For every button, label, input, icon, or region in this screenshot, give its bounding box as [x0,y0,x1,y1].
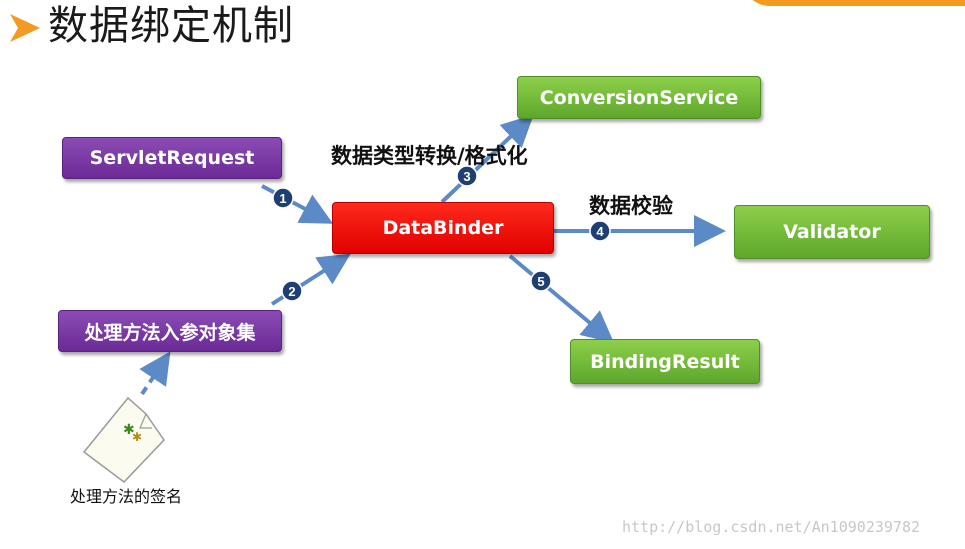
step-number: 5 [537,274,544,289]
document-icon: ✱ ✱ [82,396,165,483]
svg-text:✱: ✱ [123,422,135,438]
arrow-step-2 [270,253,351,306]
step-number: 1 [279,191,286,206]
conversion-edge-label: 数据类型转换/格式化 [331,144,528,168]
step-marker-1: 1 [272,187,294,209]
binding-result-node: BindingResult [570,339,760,384]
servlet-request-node: ServletRequest [62,137,282,179]
step-marker-4: 4 [589,220,611,242]
step-marker-2: 2 [281,280,303,302]
header-accent-tab [742,0,965,6]
validator-node: Validator [734,205,930,259]
arrow-step-5 [508,254,615,344]
handler-params-node: 处理方法入参对象集 [58,310,282,352]
step-marker-5: 5 [530,270,552,292]
arrow-step-1 [261,184,334,224]
validation-edge-label: 数据校验 [589,194,673,218]
svg-text:✱: ✱ [132,430,142,444]
data-binder-node: DataBinder [332,202,554,254]
step-number: 3 [463,169,470,184]
step-marker-3: 3 [456,165,478,187]
page-title: 数据绑定机制 [48,3,294,49]
step-number: 2 [288,284,295,299]
step-number: 4 [596,224,604,239]
arrow-signature-to-params [139,351,171,396]
conversion-service-node: ConversionService [517,76,761,119]
arrow-step-3 [440,114,534,204]
watermark: http://blog.csdn.net/An1090239782 [622,518,921,536]
title-bullet-arrow-icon [10,14,40,42]
document-label: 处理方法的签名 [70,487,183,506]
